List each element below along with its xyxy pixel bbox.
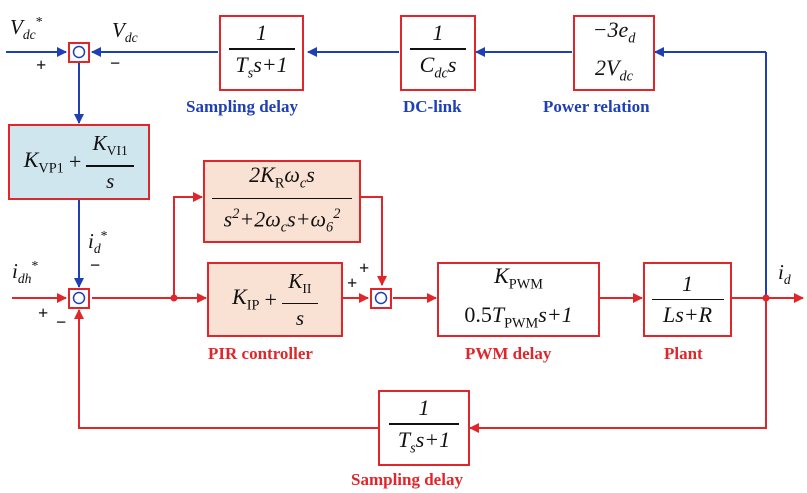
dc-link-block: 1 Cdcs	[400, 15, 476, 91]
plant-denominator: Ls+R	[662, 302, 713, 328]
plant-numerator: 1	[682, 270, 693, 296]
power-relation-denominator: 2Vdc	[595, 55, 633, 85]
branch-dot-output	[762, 294, 770, 302]
power-relation-block: −3ed 2Vdc	[573, 15, 655, 91]
vdc-sum-minus-sign: −	[110, 53, 121, 73]
sampling-delay-bottom-caption: Sampling delay	[351, 470, 463, 489]
id-sum-minus-bottom-sign: −	[56, 312, 67, 332]
vdc-sum-plus-sign: +	[36, 55, 47, 75]
resonant-numerator: 2KRωcs	[249, 162, 315, 192]
dc-link-caption: DC-link	[403, 97, 462, 116]
sampling-delay-top-numerator: 1	[256, 20, 267, 46]
power-relation-caption: Power relation	[543, 97, 650, 116]
voltage-pi-controller-block: KVP1 + KVI1 s	[8, 124, 150, 200]
voltage-loop-wires	[6, 47, 767, 298]
pwm-delay-numerator: KPWM	[494, 263, 543, 293]
sampling-delay-top-caption: Sampling delay	[186, 97, 298, 116]
current-loop-wires	[12, 192, 804, 433]
resonant-denominator: s2+2ωcs+ω62	[223, 206, 341, 236]
sampling-delay-top-block: 1 Tss+1	[219, 15, 304, 91]
id-sum-plus-sign: +	[38, 303, 49, 323]
pir-sum-plus-left-sign: +	[347, 273, 358, 293]
vdc-feedback-label: Vdc	[112, 18, 138, 46]
dc-link-denominator: Cdcs	[419, 51, 457, 81]
pwm-delay-caption: PWM delay	[465, 344, 552, 363]
idh-reference-label: idh*	[12, 258, 39, 287]
sum-junction-voltage	[68, 42, 90, 63]
plant-caption: Plant	[664, 344, 703, 363]
pir-sum-plus-top-sign: +	[359, 258, 370, 278]
resonant-controller-block: 2KRωcs s2+2ωcs+ω62	[203, 160, 361, 243]
vdc-reference-label: Vdc*	[10, 14, 43, 43]
sampling-delay-bottom-numerator: 1	[418, 395, 430, 421]
id-reference-label: id*	[88, 228, 108, 257]
sampling-delay-top-denominator: Tss+1	[235, 51, 288, 81]
pwm-delay-denominator: 0.5TPWMs+1	[464, 301, 573, 331]
pwm-delay-block: KPWM 0.5TPWMs+1	[437, 262, 600, 337]
sampling-delay-bottom-block: 1 Tss+1	[378, 390, 470, 466]
dc-link-numerator: 1	[432, 20, 444, 46]
sum-junction-pir	[370, 288, 392, 309]
sampling-delay-bottom-denominator: Tss+1	[397, 426, 451, 456]
pir-controller-caption: PIR controller	[208, 344, 313, 363]
id-output-label: id	[778, 260, 791, 288]
id-sum-minus-top-sign: −	[90, 255, 101, 275]
sum-junction-current	[68, 288, 90, 309]
pir-pi-block: KIP + KII s	[207, 262, 343, 337]
branch-dot-pir	[170, 294, 178, 302]
plant-block: 1 Ls+R	[643, 262, 732, 337]
power-relation-numerator: −3ed	[592, 16, 636, 46]
